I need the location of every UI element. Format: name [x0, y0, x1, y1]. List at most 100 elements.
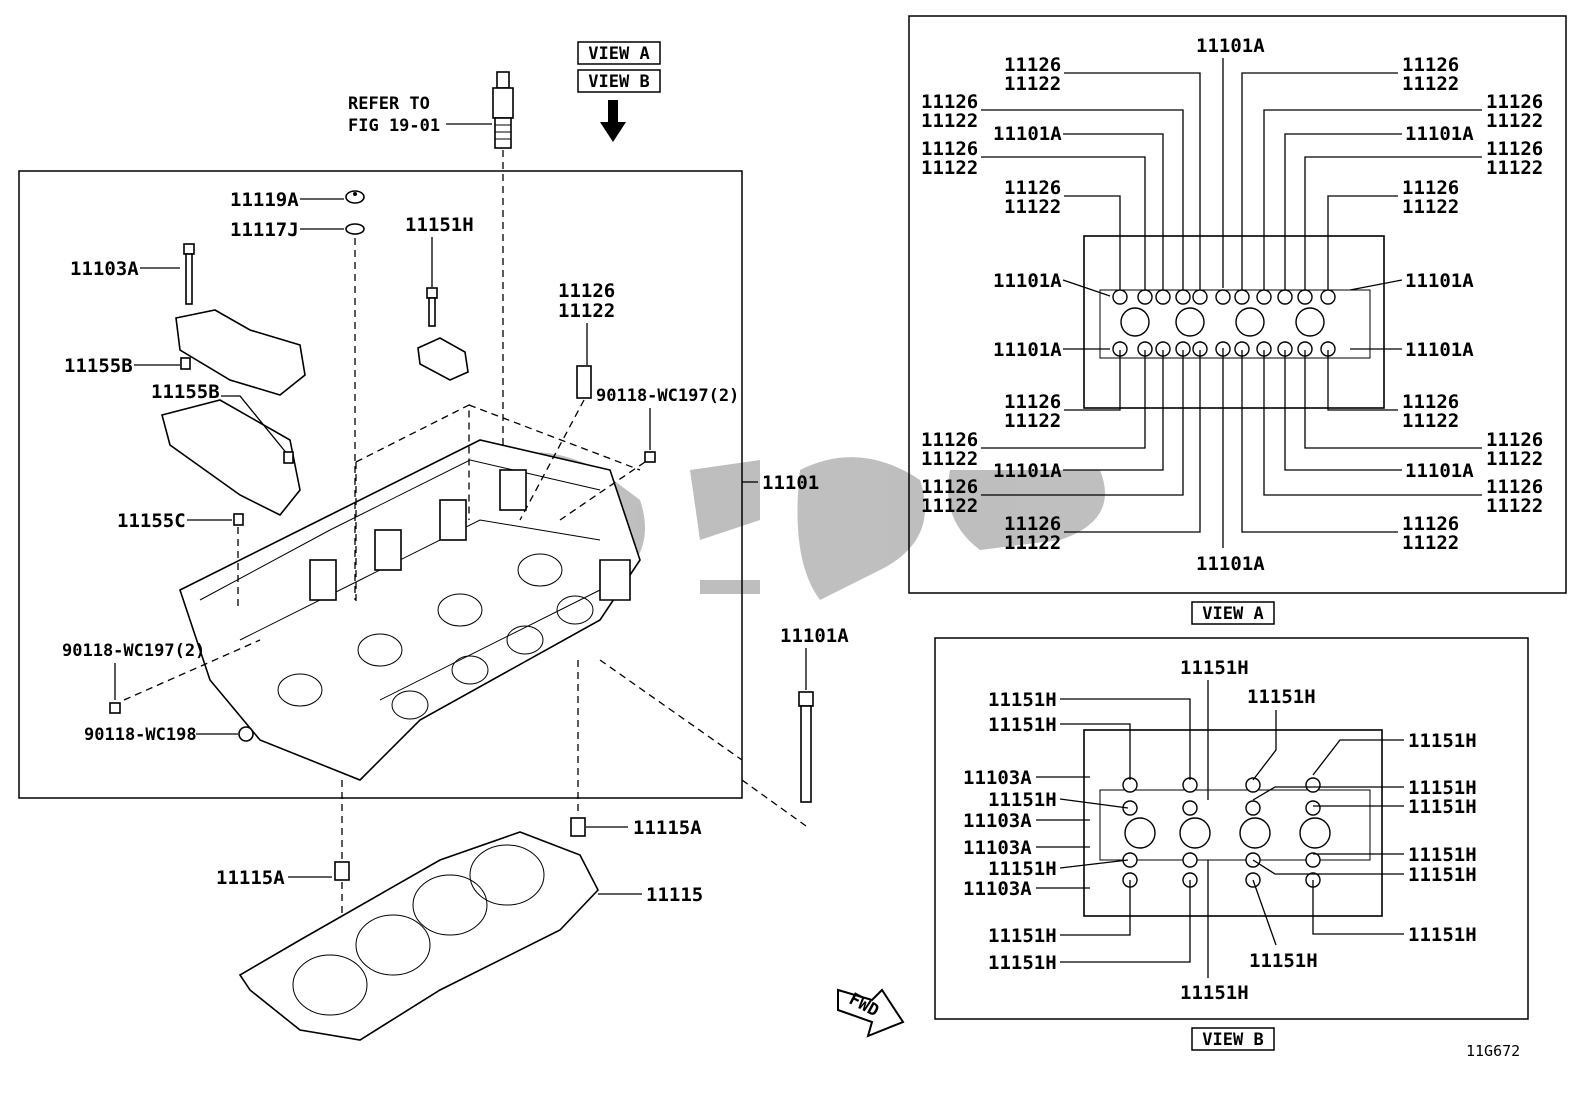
va-llp1-b[interactable]: 11122	[921, 448, 978, 470]
va-rs2[interactable]: 11101A	[1405, 339, 1474, 361]
va-rp3-a[interactable]: 11126	[1402, 177, 1459, 199]
vb-r3[interactable]: 11151H	[1408, 844, 1477, 866]
label-90118-wc197-left[interactable]: 90118-WC197(2)	[62, 641, 205, 661]
vb-bolt-hole-mid	[1305, 800, 1321, 816]
vb-bolt-hole-mid	[1182, 800, 1198, 816]
vb-r5[interactable]: 11151H	[1408, 924, 1477, 946]
va-left-pairs: 11126 11122 11126 11122 11126 11122 1112…	[921, 54, 1061, 218]
vb-top-center[interactable]: 11151H	[1180, 657, 1249, 679]
vb-l1[interactable]: 11151H	[988, 714, 1057, 736]
label-11155b-1[interactable]: 11155B	[64, 355, 133, 377]
view-b-tag-top[interactable]: VIEW B	[577, 69, 661, 93]
va-rlp3-b[interactable]: 11122	[1402, 532, 1459, 554]
va-bottom-center[interactable]: 11101A	[1196, 553, 1265, 575]
va-ls2[interactable]: 11101A	[993, 339, 1062, 361]
label-11151h[interactable]: 11151H	[405, 214, 474, 236]
label-11155b-2[interactable]: 11155B	[151, 381, 220, 403]
va-lp1-b[interactable]: 11122	[921, 110, 978, 132]
va-lp0-a[interactable]: 11126	[1004, 54, 1061, 76]
va-llp2-a[interactable]: 11126	[921, 476, 978, 498]
label-11119a[interactable]: 11119A	[230, 189, 299, 211]
vb-r0[interactable]: 11151H	[1408, 730, 1477, 752]
vb-l0[interactable]: 11151H	[988, 689, 1057, 711]
valve-guide-icon	[576, 365, 592, 399]
va-rlp0-a[interactable]: 11126	[1402, 391, 1459, 413]
va-top-center[interactable]: 11101A	[1196, 35, 1265, 57]
va-rlp2-a[interactable]: 11126	[1486, 476, 1543, 498]
va-rlp3-a[interactable]: 11126	[1402, 513, 1459, 535]
vb-l5[interactable]: 11103A	[963, 837, 1032, 859]
va-llp1-a[interactable]: 11126	[921, 429, 978, 451]
va-spark-bore	[1235, 307, 1265, 337]
label-11101a[interactable]: 11101A	[780, 625, 849, 647]
va-lp2-b[interactable]: 11122	[921, 157, 978, 179]
view-a-tag-top[interactable]: VIEW A	[577, 41, 661, 65]
va-rp3-b[interactable]: 11122	[1402, 196, 1459, 218]
va-rs3[interactable]: 11101A	[1405, 460, 1474, 482]
forward-arrow-icon: FWD	[837, 988, 905, 1038]
va-rp2-b[interactable]: 11122	[1486, 157, 1543, 179]
va-rlp0-b[interactable]: 11122	[1402, 410, 1459, 432]
view-a-tag-label: VIEW A	[588, 44, 649, 64]
va-rlp1-b[interactable]: 11122	[1486, 448, 1543, 470]
va-rp2-a[interactable]: 11126	[1486, 138, 1543, 160]
vb-l7[interactable]: 11103A	[963, 878, 1032, 900]
va-lp2-a[interactable]: 11126	[921, 138, 978, 160]
vb-bottom-center[interactable]: 11151H	[1180, 982, 1249, 1004]
vb-l4[interactable]: 11103A	[963, 810, 1032, 832]
ring-11117j-icon	[345, 223, 365, 235]
label-11115a-right[interactable]: 11115A	[633, 817, 702, 839]
main-assembly-frame	[18, 170, 743, 799]
va-rlp2-b[interactable]: 11122	[1486, 495, 1543, 517]
label-11155c[interactable]: 11155C	[117, 510, 186, 532]
va-llp0-b[interactable]: 11122	[1004, 410, 1061, 432]
vb-l6[interactable]: 11151H	[988, 858, 1057, 880]
va-rp0-a[interactable]: 11126	[1402, 54, 1459, 76]
va-llp3-a[interactable]: 11126	[1004, 513, 1061, 535]
va-rs0[interactable]: 11101A	[1405, 123, 1474, 145]
va-ls1[interactable]: 11101A	[993, 270, 1062, 292]
va-llp0-a[interactable]: 11126	[1004, 391, 1061, 413]
vb-r2[interactable]: 11151H	[1408, 796, 1477, 818]
vb-l8[interactable]: 11151H	[988, 925, 1057, 947]
vb-l2[interactable]: 11103A	[963, 767, 1032, 789]
label-90118-wc198[interactable]: 90118-WC198	[84, 725, 197, 745]
vb-spark-bore	[1239, 817, 1271, 849]
va-bolt-hole-upper	[1215, 289, 1231, 305]
va-bolt-hole-upper	[1112, 289, 1128, 305]
va-ls3[interactable]: 11101A	[993, 460, 1062, 482]
label-11115[interactable]: 11115	[646, 884, 703, 906]
va-rp0-b[interactable]: 11122	[1402, 73, 1459, 95]
va-rp1-b[interactable]: 11122	[1486, 110, 1543, 132]
vb-spark-bore	[1299, 817, 1331, 849]
label-90118-wc197-right[interactable]: 90118-WC197(2)	[596, 386, 739, 406]
label-11126[interactable]: 11126	[558, 280, 615, 302]
vb-l3[interactable]: 11151H	[988, 789, 1057, 811]
va-spark-bore	[1120, 307, 1150, 337]
view-a-caption[interactable]: VIEW A	[1191, 601, 1275, 625]
label-11122[interactable]: 11122	[558, 300, 615, 322]
va-lp0-b[interactable]: 11122	[1004, 73, 1061, 95]
label-11101[interactable]: 11101	[762, 472, 819, 494]
label-11115a-left[interactable]: 11115A	[216, 867, 285, 889]
va-rlp1-a[interactable]: 11126	[1486, 429, 1543, 451]
view-a-frame	[908, 15, 1567, 594]
va-rp1-a[interactable]: 11126	[1486, 91, 1543, 113]
vb-r1[interactable]: 11151H	[1408, 777, 1477, 799]
label-11117j[interactable]: 11117J	[230, 219, 299, 241]
vb-r4[interactable]: 11151H	[1408, 864, 1477, 886]
vb-l9[interactable]: 11151H	[988, 952, 1057, 974]
va-llp2-b[interactable]: 11122	[921, 495, 978, 517]
vb-top-right[interactable]: 11151H	[1247, 686, 1316, 708]
va-lp3-a[interactable]: 11126	[1004, 177, 1061, 199]
va-llp3-b[interactable]: 11122	[1004, 532, 1061, 554]
vb-bottom-right[interactable]: 11151H	[1249, 950, 1318, 972]
label-11103a[interactable]: 11103A	[70, 258, 139, 280]
va-rs1[interactable]: 11101A	[1405, 270, 1474, 292]
va-lp3-b[interactable]: 11122	[1004, 196, 1061, 218]
va-ls0[interactable]: 11101A	[993, 123, 1062, 145]
view-b-caption[interactable]: VIEW B	[1191, 1027, 1275, 1051]
va-lp1-a[interactable]: 11126	[921, 91, 978, 113]
camshaft-housing-icon	[161, 309, 306, 517]
